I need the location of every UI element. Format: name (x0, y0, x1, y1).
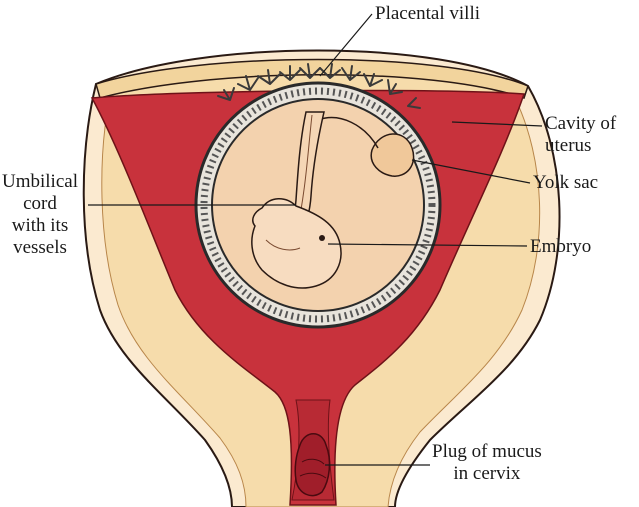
chorion-ring-dots (200, 87, 436, 323)
embryo-detail (265, 239, 301, 251)
placental-villi (217, 63, 421, 109)
label-cavity-line-1: Cavity of (545, 113, 617, 134)
yolk-sac (370, 133, 415, 177)
leader-yolk-sac (411, 159, 531, 184)
label-cord-line-4: vessels (13, 237, 67, 258)
mucus-plug (294, 433, 331, 497)
label-cord-line-3: with its (11, 215, 69, 236)
label-cord-line-2: cord (23, 193, 57, 214)
fundus (95, 58, 529, 99)
mucus-plug-texture (299, 458, 327, 479)
label-plug-line-2: in cervix (453, 463, 521, 484)
label-embryo: Embryo (530, 236, 591, 258)
label-yolk-sac-text: Yolk sac (533, 172, 599, 193)
leader-lines (88, 13, 543, 466)
leader-cavity-of-uterus (451, 121, 543, 127)
label-embryo-text: Embryo (530, 236, 592, 257)
label-cavity-line-2: uterus (545, 135, 592, 156)
embryo (251, 198, 342, 289)
leader-embryo (327, 243, 528, 247)
label-yolk-sac: Yolk sac (533, 172, 598, 194)
label-cavity-of-uterus: Cavity of uterus (545, 113, 616, 157)
label-plug-line-1: Plug of mucus (432, 441, 542, 462)
label-umbilical-cord: Umbilical cord with its vessels (2, 171, 78, 259)
leader-placental-villi (319, 13, 373, 77)
embryo-eye (319, 235, 325, 241)
yolk-stalk (317, 116, 379, 149)
label-placental-villi-text: Placental villi (375, 3, 481, 24)
label-cord-line-1: Umbilical (2, 171, 78, 192)
label-plug-of-mucus: Plug of mucus in cervix (432, 441, 542, 485)
label-placental-villi: Placental villi (375, 3, 480, 25)
